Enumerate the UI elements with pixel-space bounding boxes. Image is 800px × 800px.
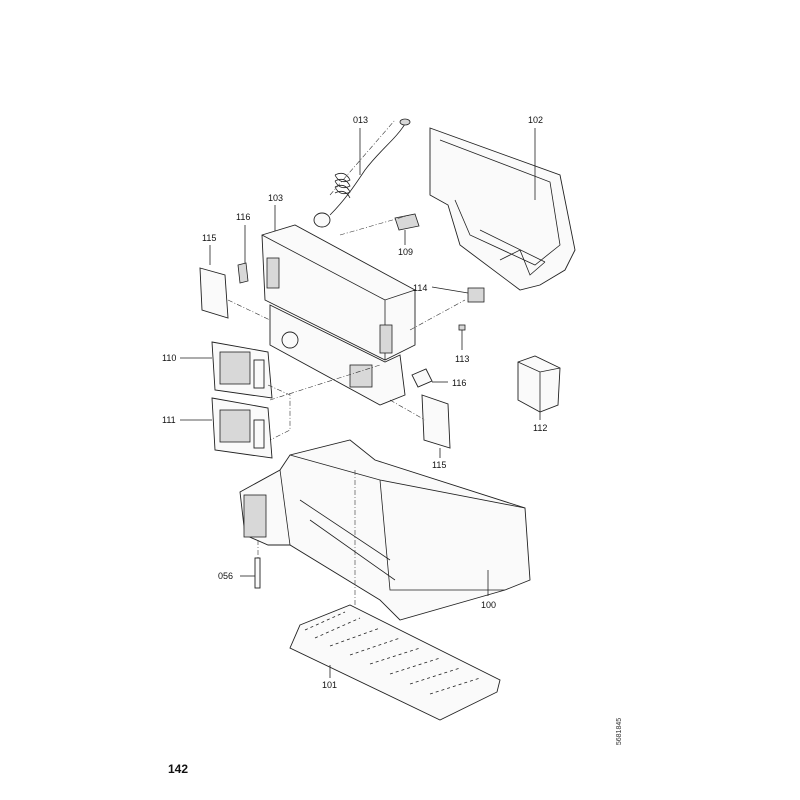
- callout-114: 114: [413, 283, 428, 293]
- callout-102: 102: [528, 115, 544, 125]
- callout-101: 101: [322, 680, 338, 690]
- callout-112: 112: [533, 423, 548, 433]
- callout-056: 056: [218, 571, 234, 581]
- callout-109: 109: [398, 247, 414, 257]
- part-103-control-unit: [261, 205, 416, 406]
- part-102-rear-housing: [429, 127, 576, 291]
- callout-110: 110: [162, 353, 177, 363]
- part-112-module: [517, 355, 561, 420]
- part-111-display: [180, 397, 273, 459]
- part-110-display: [180, 341, 273, 399]
- part-013-sensor: [313, 118, 411, 228]
- part-056-screw: [240, 557, 261, 589]
- callout-111: 111: [162, 415, 176, 425]
- part-109-connector: [394, 213, 420, 245]
- document-number: 5681845: [616, 717, 624, 746]
- part-114-plug: [431, 286, 485, 303]
- callout-116: 116: [236, 212, 251, 222]
- callout-100: 100: [481, 600, 497, 610]
- part-113-pin: [458, 324, 466, 350]
- part-101-grille: [289, 604, 501, 721]
- part-116-clip: [237, 225, 448, 388]
- callout-115: 115: [202, 233, 217, 243]
- part-115-cover: [199, 245, 451, 458]
- callout-116-lower: 116: [452, 378, 467, 388]
- assembly-guide-lines: [227, 119, 466, 605]
- callout-115-lower: 115: [432, 460, 447, 470]
- callout-103: 103: [268, 193, 284, 203]
- page-number: 142: [168, 762, 189, 776]
- callout-113: 113: [455, 354, 470, 364]
- part-100-base-housing: [239, 439, 531, 621]
- callout-013: 013: [353, 115, 369, 125]
